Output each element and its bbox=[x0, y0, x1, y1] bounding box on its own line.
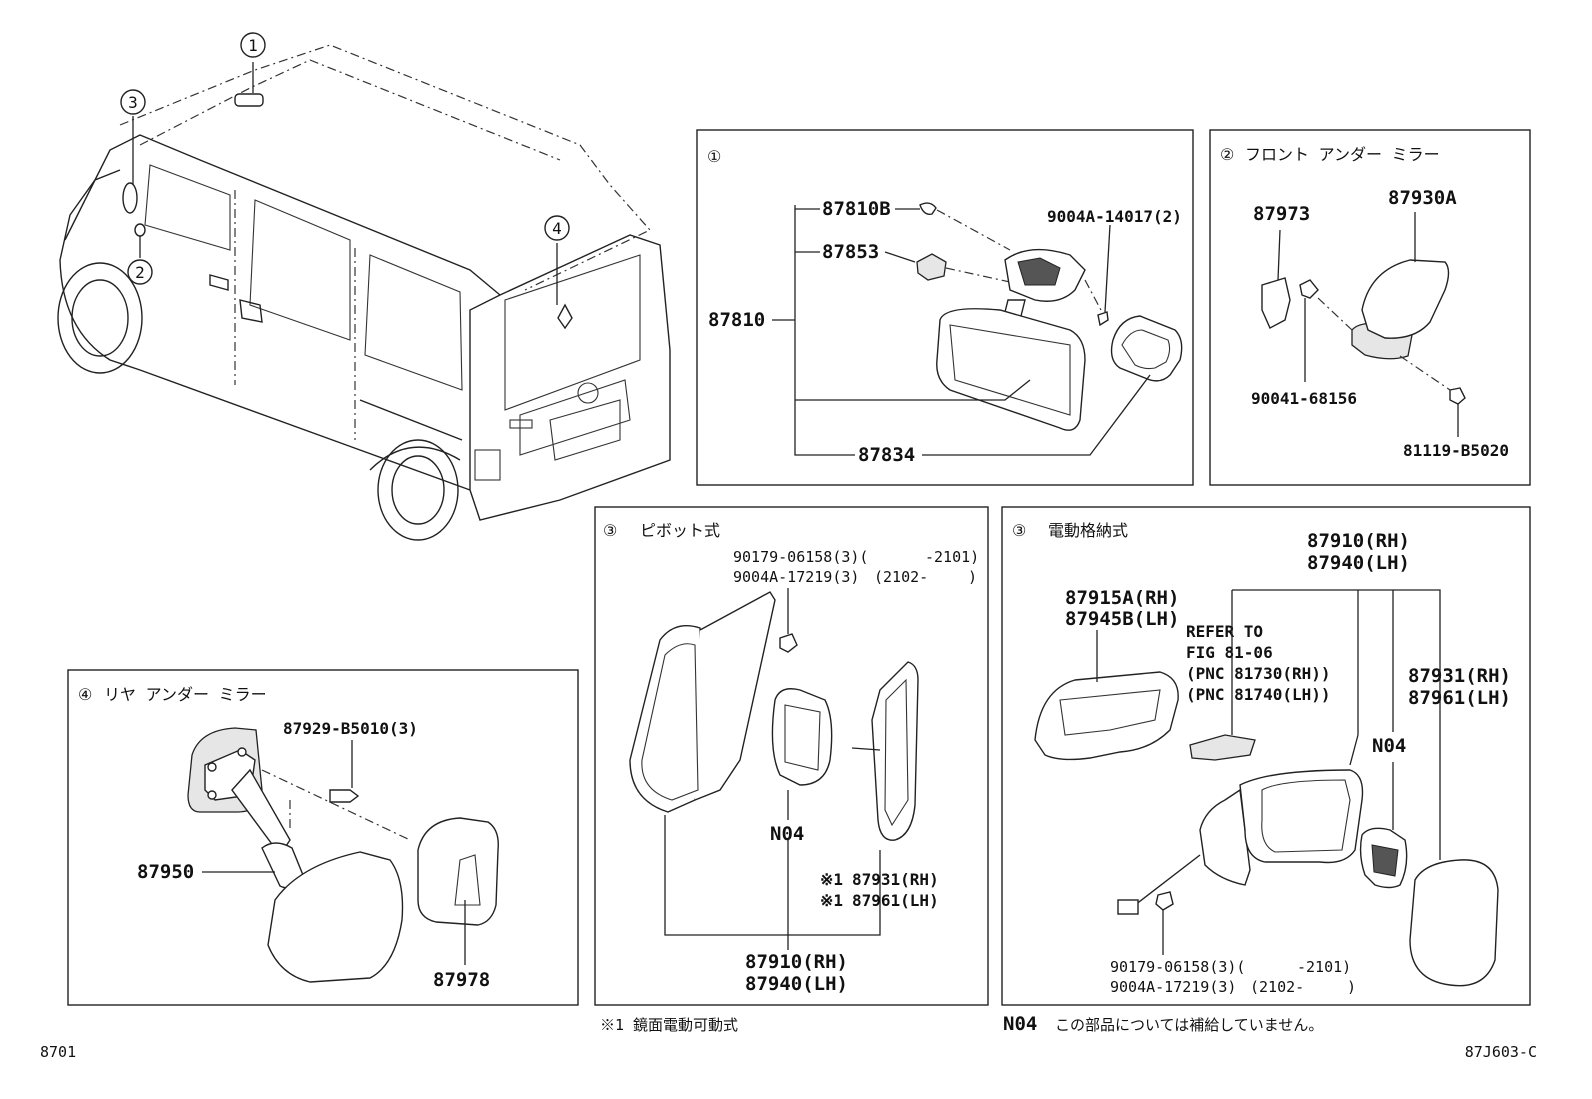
footer: ※1 鏡面電動可動式 N04 この部品については補給していません。 8701 8… bbox=[40, 1013, 1537, 1061]
panel-pivot-type: ③ ピボット式 90179-06158(3)( -2101) 9004A-172… bbox=[594, 506, 989, 1006]
svg-text:3: 3 bbox=[128, 93, 138, 112]
panel-front-under-mirror: ② フロント アンダー ミラー 87973 87930A 90041-68156… bbox=[1209, 129, 1531, 486]
van-callout-3: 3 bbox=[120, 89, 146, 115]
panel-title: リヤ アンダー ミラー bbox=[104, 685, 267, 704]
n04-legend-label: N04 bbox=[1003, 1013, 1037, 1035]
part-87930A: 87930A bbox=[1388, 187, 1457, 209]
van-callout-4: 4 bbox=[544, 215, 570, 241]
panel-power-retractable: ③ 電動格納式 87910(RH) 87940(LH) 87915A(RH) 8… bbox=[1001, 506, 1531, 1006]
panel-title: ピボット式 bbox=[640, 521, 720, 540]
date-range-close: ) bbox=[968, 568, 977, 586]
part-9004A-17219: 9004A-17219(3) bbox=[733, 568, 859, 586]
part-87940: 87940(LH) bbox=[745, 973, 848, 995]
part-87853: 87853 bbox=[822, 241, 879, 263]
star1-mark: ※1 bbox=[820, 870, 843, 889]
footnote-star1: ※1 鏡面電動可動式 bbox=[600, 1016, 738, 1034]
part-87910: 87910(RH) bbox=[745, 951, 848, 973]
part-90179-06158: 90179-06158(3)( bbox=[1110, 958, 1245, 976]
n04-label: N04 bbox=[770, 823, 804, 845]
part-87931: 87931(RH) bbox=[852, 870, 939, 889]
part-87950: 87950 bbox=[137, 861, 194, 883]
van-illustration bbox=[57, 44, 671, 541]
date-range-close: ) bbox=[1347, 978, 1356, 996]
n04-label: N04 bbox=[1372, 735, 1406, 757]
panel-rear-under-mirror: ④ リヤ アンダー ミラー 87929-B5010(3) 87950 87978 bbox=[67, 669, 579, 1006]
part-87931: 87931(RH) bbox=[1408, 665, 1511, 687]
part-87810: 87810 bbox=[708, 309, 765, 331]
refer-pnc-rh: (PNC 81730(RH)) bbox=[1186, 664, 1331, 683]
date-range-to: -2101) bbox=[925, 548, 979, 566]
svg-text:4: 4 bbox=[552, 219, 562, 238]
panel-title: フロント アンダー ミラー bbox=[1245, 145, 1440, 164]
part-87973: 87973 bbox=[1253, 203, 1310, 225]
part-90041-68156: 90041-68156 bbox=[1251, 389, 1357, 408]
panel-marker: ③ bbox=[1012, 521, 1026, 540]
refer-to: REFER TO bbox=[1186, 622, 1263, 641]
refer-pnc-lh: (PNC 81740(LH)) bbox=[1186, 685, 1331, 704]
svg-text:1: 1 bbox=[248, 36, 258, 55]
panel-title: 電動格納式 bbox=[1048, 521, 1128, 540]
diagram-code-left: 8701 bbox=[40, 1043, 76, 1061]
panel-marker: ② bbox=[1220, 145, 1234, 164]
date-range-to: -2101) bbox=[1297, 958, 1351, 976]
date-range-from: (2102- bbox=[1250, 978, 1304, 996]
part-9004A-17219: 9004A-17219(3) bbox=[1110, 978, 1236, 996]
part-87834: 87834 bbox=[858, 444, 915, 466]
part-87910: 87910(RH) bbox=[1307, 530, 1410, 552]
part-9004A-14017: 9004A-14017(2) bbox=[1047, 207, 1182, 226]
panel-marker: ① bbox=[707, 147, 721, 166]
part-87945B: 87945B(LH) bbox=[1065, 608, 1179, 630]
part-87961: 87961(LH) bbox=[1408, 687, 1511, 709]
panel-marker: ③ bbox=[603, 521, 617, 540]
panel-inner-mirror: ① 87810B 87853 87810 9004A-14017(2) 8783… bbox=[696, 129, 1194, 486]
diagram-code-right: 87J603-C bbox=[1465, 1043, 1537, 1061]
svg-text:2: 2 bbox=[135, 263, 145, 282]
part-87940: 87940(LH) bbox=[1307, 552, 1410, 574]
n04-legend-note: この部品については補給していません。 bbox=[1055, 1016, 1323, 1034]
van-callout-1: 1 bbox=[240, 32, 266, 58]
van-callout-2: 2 bbox=[127, 259, 153, 285]
part-87961: 87961(LH) bbox=[852, 891, 939, 910]
part-87929-B5010: 87929-B5010(3) bbox=[283, 719, 418, 738]
part-81119-B5020: 81119-B5020 bbox=[1403, 441, 1509, 460]
part-87810B: 87810B bbox=[822, 198, 891, 220]
part-87915A: 87915A(RH) bbox=[1065, 587, 1179, 609]
star1-mark: ※1 bbox=[820, 891, 843, 910]
part-87978: 87978 bbox=[433, 969, 490, 991]
refer-fig: FIG 81-06 bbox=[1186, 643, 1273, 662]
part-90179-06158: 90179-06158(3)( bbox=[733, 548, 868, 566]
panel-marker: ④ bbox=[78, 685, 92, 704]
date-range-from: (2102- bbox=[874, 568, 928, 586]
